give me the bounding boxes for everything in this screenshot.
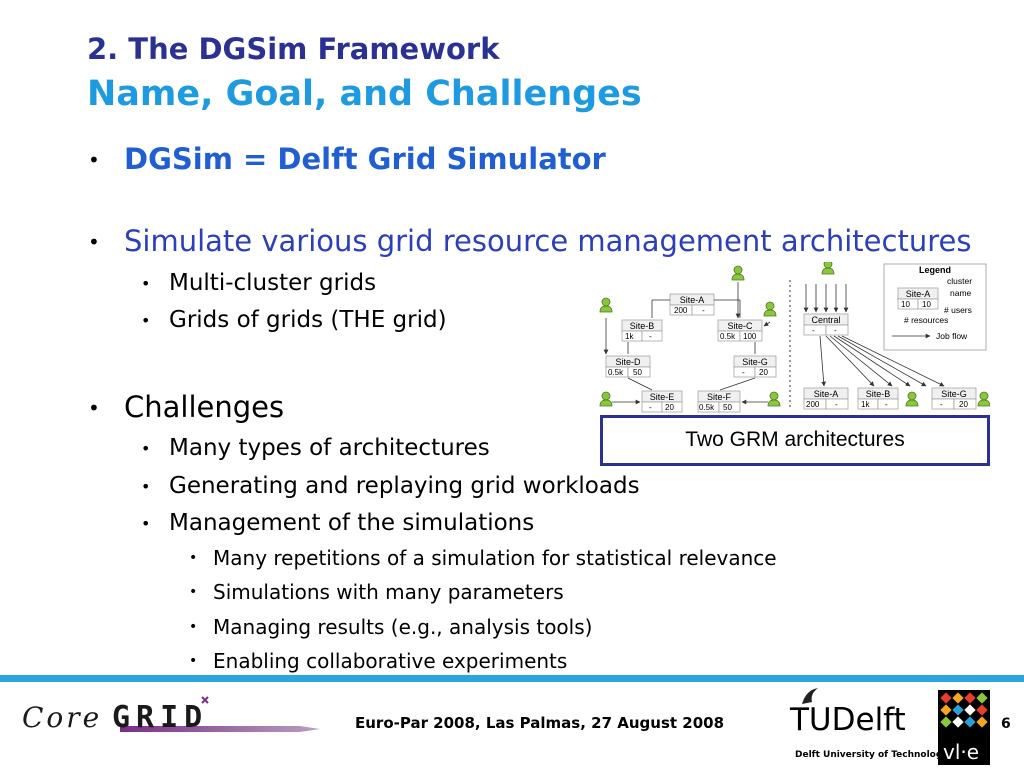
bullet-management: • Management of the simulations <box>141 510 535 536</box>
svg-text:0.5k: 0.5k <box>699 403 715 412</box>
page-number: 6 <box>1001 716 1011 732</box>
svg-text:Job flow: Job flow <box>936 331 968 341</box>
bullet-collaborative: • Enabling collaborative experiments <box>189 649 568 673</box>
svg-text:10: 10 <box>922 300 931 309</box>
right-site-g-node: Site-G - 20 <box>931 387 977 410</box>
svg-text:name: name <box>950 288 972 298</box>
central-inflows <box>803 284 849 313</box>
vle-logo <box>938 690 990 765</box>
slide-subtitle: Name, Goal, and Challenges <box>87 74 642 114</box>
svg-text:-: - <box>835 400 838 409</box>
user-icon <box>977 391 990 407</box>
svg-text:-: - <box>649 332 652 341</box>
slide-title: 2. The DGSim Framework <box>87 32 500 66</box>
user-icon <box>905 391 919 407</box>
site-c-node: Site-C 0.5k 100 <box>717 319 763 342</box>
bullet-dgsim: • DGSim = Delft Grid Simulator <box>88 142 606 176</box>
tudelft-flame-icon <box>802 688 818 704</box>
site-g-node-left: Site-G - 20 <box>733 355 777 378</box>
bullet-grids-of-grids: • Grids of grids (THE grid) <box>141 307 447 333</box>
svg-text:-: - <box>812 326 815 335</box>
svg-text:10: 10 <box>901 300 910 309</box>
bullet-simulate: • Simulate various grid resource managem… <box>88 224 972 258</box>
site-e-node: Site-E - 20 <box>641 390 683 413</box>
right-site-b-node: Site-B 1k - <box>857 387 899 410</box>
tudelft-subtitle: Delft University of Technology <box>795 750 949 760</box>
svg-text:# resources: # resources <box>904 315 948 325</box>
vle-wordmark: vl·e <box>943 740 980 764</box>
coregrid-logo: Core GRID <box>22 696 320 735</box>
svg-text:-: - <box>742 368 745 377</box>
svg-text:50: 50 <box>633 368 642 377</box>
svg-text:50: 50 <box>723 403 732 412</box>
vle-pattern-icon <box>940 692 988 728</box>
bullet-parameters: • Simulations with many parameters <box>189 580 564 604</box>
svg-text:Legend: Legend <box>919 265 951 275</box>
svg-text:Site-A: Site-A <box>680 295 705 305</box>
left-job-flows <box>603 282 771 405</box>
svg-text:Central: Central <box>811 315 840 325</box>
footer-event: Euro-Par 2008, Las Palmas, 27 August 200… <box>355 714 725 732</box>
tudelft-logo: TUDelft <box>790 702 906 738</box>
svg-text:Site-C: Site-C <box>727 321 753 331</box>
site-f-node: Site-F 0.5k 50 <box>697 390 741 413</box>
svg-text:0.5k: 0.5k <box>720 332 736 341</box>
svg-text:1k: 1k <box>625 332 634 341</box>
svg-text:0.5k: 0.5k <box>608 368 624 377</box>
svg-text:20: 20 <box>759 368 768 377</box>
svg-text:20: 20 <box>665 403 674 412</box>
svg-text:# users: # users <box>944 305 972 315</box>
user-icon <box>599 391 613 407</box>
diagram-caption: Two GRM architectures <box>600 415 990 466</box>
right-site-a-node: Site-A 200 - <box>803 387 849 410</box>
bullet-challenges: • Challenges <box>88 390 285 424</box>
svg-text:-: - <box>702 306 705 315</box>
user-icon <box>731 265 745 281</box>
footer-divider <box>0 675 1024 682</box>
bullet-architectures: • Many types of architectures <box>141 435 490 461</box>
svg-text:Site-G: Site-G <box>941 389 967 399</box>
svg-text:Site-B: Site-B <box>866 389 891 399</box>
svg-text:Site-A: Site-A <box>906 289 931 299</box>
svg-text:100: 100 <box>743 332 757 341</box>
svg-text:Site-G: Site-G <box>742 357 768 367</box>
site-d-node: Site-D 0.5k 50 <box>605 355 651 378</box>
svg-text:-: - <box>649 403 652 412</box>
bullet-results: • Managing results (e.g., analysis tools… <box>189 615 593 639</box>
svg-text:Site-A: Site-A <box>814 389 839 399</box>
svg-text:Site-E: Site-E <box>650 392 675 402</box>
site-a-node: Site-A 200 - <box>669 293 715 316</box>
central-outflows <box>819 335 945 387</box>
svg-text:Site-F: Site-F <box>707 392 732 402</box>
bullet-multi-cluster: • Multi-cluster grids <box>141 270 377 296</box>
svg-text:1k: 1k <box>861 400 870 409</box>
user-icon <box>763 301 777 317</box>
svg-text:20: 20 <box>959 400 968 409</box>
svg-text:Site-B: Site-B <box>630 321 655 331</box>
svg-text:200: 200 <box>674 306 688 315</box>
site-b-node: Site-B 1k - <box>621 319 663 342</box>
svg-text:GRID: GRID <box>112 700 208 735</box>
svg-text:cluster: cluster <box>947 276 972 286</box>
grm-architectures-diagram: Site-A 200 - Site-B 1k - Site-C 0.5k 100… <box>599 262 990 413</box>
svg-text:200: 200 <box>806 400 820 409</box>
svg-text:-: - <box>885 400 888 409</box>
svg-text:Site-D: Site-D <box>615 357 641 367</box>
diagram-legend: Legend Site-A 10 10 cluster name # users… <box>883 263 987 351</box>
svg-text:Core: Core <box>22 701 102 734</box>
bullet-repetitions: • Many repetitions of a simulation for s… <box>189 546 777 570</box>
central-node: Central - - <box>803 313 849 336</box>
user-icon <box>821 262 835 275</box>
user-icon <box>599 297 613 313</box>
svg-text:-: - <box>940 400 943 409</box>
bullet-workloads: • Generating and replaying grid workload… <box>141 473 640 499</box>
user-icon <box>767 391 781 407</box>
svg-text:-: - <box>834 326 837 335</box>
